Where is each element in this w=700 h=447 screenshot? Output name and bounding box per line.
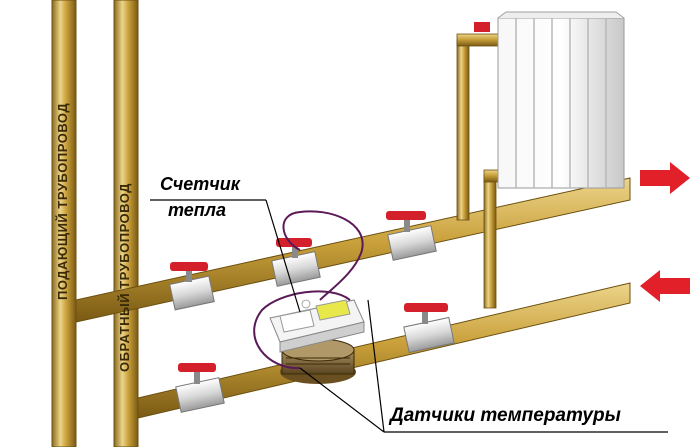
return-pipe-label: ОБРАТНЫЙ ТРУБОПРОВОД (117, 183, 132, 372)
supply-pipe-label: ПОДАЮЩИЙ ТРУБОПРОВОД (55, 102, 70, 300)
supply-riser (51, 0, 77, 447)
heat-meter-icon (269, 299, 365, 384)
radiator-icon (497, 11, 625, 189)
return-branch-pipe (137, 282, 631, 419)
return-valve-right (403, 303, 455, 354)
meter-callout-leader (150, 199, 301, 313)
supply-valve-meter (271, 238, 321, 287)
supply-valve-left (169, 262, 215, 311)
flow-out-arrow-icon (640, 162, 690, 194)
heat-meter-label-line1: Счетчик (160, 174, 240, 194)
supply-valve-right (386, 211, 437, 261)
sensor-wire-upper (282, 210, 364, 301)
flow-in-arrow-icon (640, 270, 690, 302)
radiator-supply-pipe (456, 33, 506, 221)
radiator-valve-icon (474, 22, 490, 32)
sensor-wire-lower (253, 290, 351, 370)
sensor-callout-leader (299, 299, 668, 433)
radiator-return-pipe (483, 169, 511, 309)
temperature-sensors-label: Датчики температуры (390, 405, 621, 426)
return-valve-left (175, 363, 225, 413)
return-riser (113, 0, 139, 447)
heat-meter-label-line2: тепла (168, 200, 226, 220)
